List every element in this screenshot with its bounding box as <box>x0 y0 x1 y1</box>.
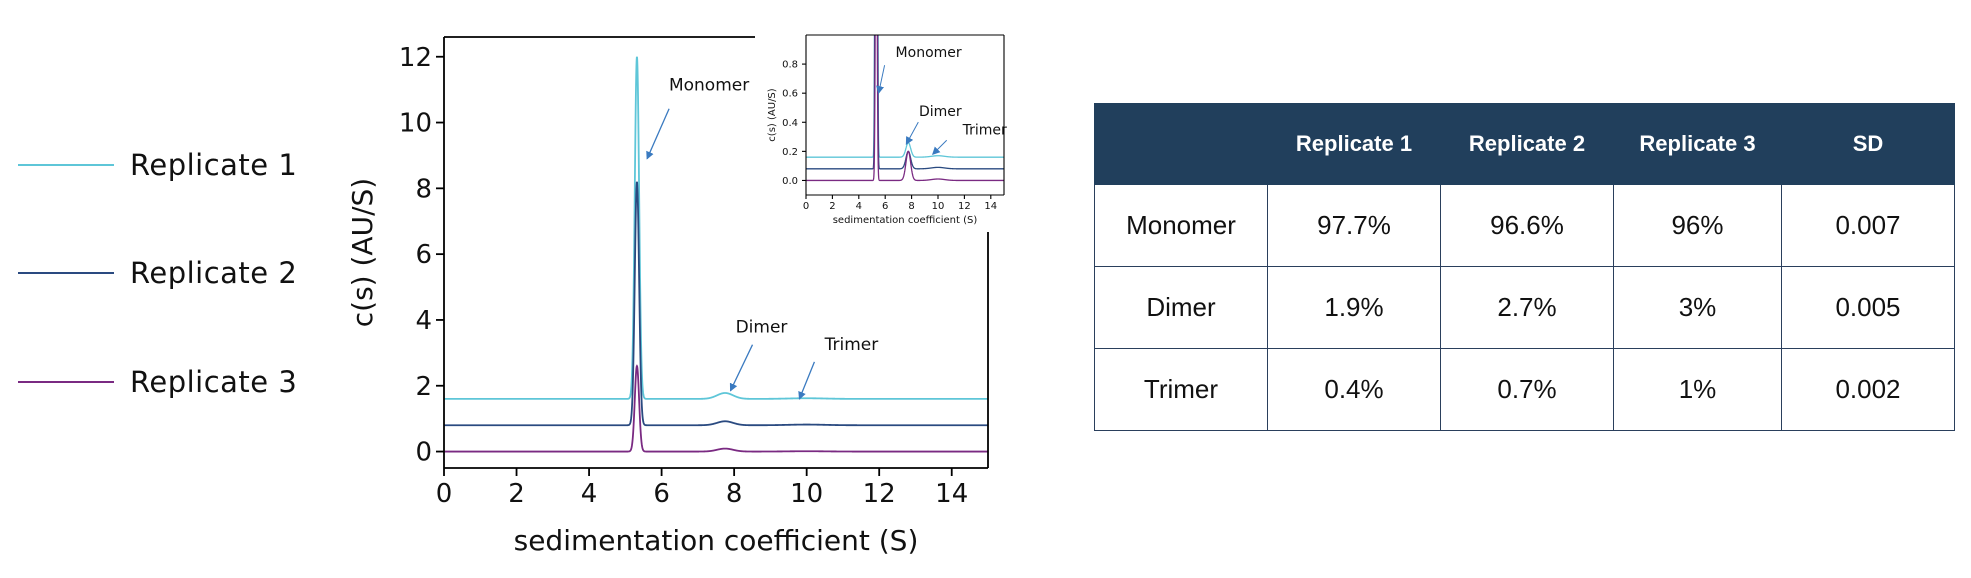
table-header-cell: Replicate 1 <box>1267 103 1441 185</box>
x-tick-label: 6 <box>653 479 670 509</box>
table-row-label: Monomer <box>1094 184 1268 267</box>
annotation-label: Monomer <box>669 76 749 96</box>
x-tick-label: 12 <box>958 201 971 212</box>
y-tick-label: 0.4 <box>782 118 798 129</box>
annotation-arrow <box>798 361 816 400</box>
annotation-arrow <box>876 65 886 95</box>
table-row: Trimer 0.4% 0.7% 1% 0.002 <box>1094 348 1955 431</box>
table-row-label: Trimer <box>1094 348 1268 431</box>
table-cell: 2.7% <box>1440 266 1614 349</box>
legend-item-replicate-3: Replicate 3 <box>18 367 318 397</box>
y-tick-label: 10 <box>399 109 432 139</box>
annotation-label: Dimer <box>736 318 788 338</box>
legend-item-replicate-2: Replicate 2 <box>18 258 318 288</box>
annotation-label: Trimer <box>824 335 879 355</box>
y-tick-label: 2 <box>415 372 432 402</box>
y-tick-label: 8 <box>415 174 432 204</box>
table-cell: 0.005 <box>1781 266 1955 349</box>
x-tick-label: 6 <box>882 201 888 212</box>
y-tick-label: 12 <box>399 43 432 73</box>
table-cell: 0.002 <box>1781 348 1955 431</box>
table-cell: 96% <box>1613 184 1782 267</box>
y-tick-label: 0.0 <box>782 176 798 187</box>
series-line-replicate-2 <box>444 181 988 427</box>
table-row-label: Dimer <box>1094 266 1268 349</box>
x-axis-label: sedimentation coefficient (S) <box>833 215 978 226</box>
series-line-replicate-3 <box>806 35 1004 182</box>
series-line-replicate-3 <box>444 364 988 453</box>
main-plot: 0 2 4 6 8 10 12 14 0 2 4 6 8 10 12 sedimentation coeffi… <box>346 36 989 557</box>
table-cell: 0.7% <box>1440 348 1614 431</box>
legend-swatch <box>18 164 114 166</box>
x-tick-label: 0 <box>803 201 809 212</box>
series-line-replicate-1 <box>444 56 988 400</box>
table-header-row: Replicate 1 Replicate 2 Replicate 3 SD <box>1094 103 1955 185</box>
x-tick-label: 10 <box>790 479 823 509</box>
legend-label: Replicate 3 <box>130 365 298 399</box>
table-cell: 96.6% <box>1440 184 1614 267</box>
y-axis-label: c(s) (AU/S) <box>346 178 379 327</box>
x-tick-label: 0 <box>436 479 453 509</box>
table-header-cell: SD <box>1781 103 1955 185</box>
x-axis-label: sedimentation coefficient (S) <box>514 524 919 557</box>
x-tick-label: 12 <box>863 479 896 509</box>
x-tick-label: 2 <box>829 201 835 212</box>
x-tick-label: 4 <box>581 479 598 509</box>
legend-item-replicate-1: Replicate 1 <box>18 150 318 180</box>
annotation-label: Dimer <box>919 104 962 120</box>
series-line-replicate-2 <box>806 35 1004 170</box>
table-row: Monomer 97.7% 96.6% 96% 0.007 <box>1094 184 1955 267</box>
y-tick-label: 0 <box>415 438 432 468</box>
table-cell: 0.4% <box>1267 348 1441 431</box>
x-tick-label: 14 <box>935 479 968 509</box>
y-tick-label: 0.6 <box>782 89 798 100</box>
x-tick-label: 2 <box>508 479 525 509</box>
x-tick-label: 4 <box>856 201 862 212</box>
series-line-replicate-1 <box>806 35 1004 158</box>
table-row: Dimer 1.9% 2.7% 3% 0.005 <box>1094 266 1955 349</box>
y-tick-label: 6 <box>415 240 432 270</box>
annotation-arrow <box>646 108 670 160</box>
table-cell: 1.9% <box>1267 266 1441 349</box>
inset-plot: 0 2 4 6 8 10 12 14 0.0 0.2 0.4 0.6 0.8 sedimentation … <box>767 34 1007 226</box>
annotation-label: Monomer <box>896 45 962 61</box>
table-header-cell <box>1094 103 1268 185</box>
annotation-arrow <box>932 139 948 155</box>
y-tick-label: 0.2 <box>782 147 798 158</box>
legend-swatch <box>18 381 114 383</box>
table-cell: 0.007 <box>1781 184 1955 267</box>
table-header-cell: Replicate 2 <box>1440 103 1614 185</box>
composition-table: Replicate 1 Replicate 2 Replicate 3 SD M… <box>1094 103 1955 431</box>
x-tick-label: 14 <box>984 201 997 212</box>
legend-swatch <box>18 272 114 274</box>
legend-label: Replicate 1 <box>130 148 298 182</box>
annotation-label: Trimer <box>962 122 1007 138</box>
table-cell: 97.7% <box>1267 184 1441 267</box>
y-axis-label: c(s) (AU/S) <box>767 88 778 141</box>
annotation-arrow <box>905 121 919 145</box>
y-tick-label: 0.8 <box>782 60 798 71</box>
x-tick-label: 8 <box>908 201 914 212</box>
x-tick-label: 10 <box>932 201 945 212</box>
y-tick-label: 4 <box>415 306 432 336</box>
table-cell: 3% <box>1613 266 1782 349</box>
table-cell: 1% <box>1613 348 1782 431</box>
legend-label: Replicate 2 <box>130 256 298 290</box>
annotation-arrow <box>729 344 754 392</box>
x-tick-label: 8 <box>726 479 743 509</box>
table-header-cell: Replicate 3 <box>1613 103 1782 185</box>
